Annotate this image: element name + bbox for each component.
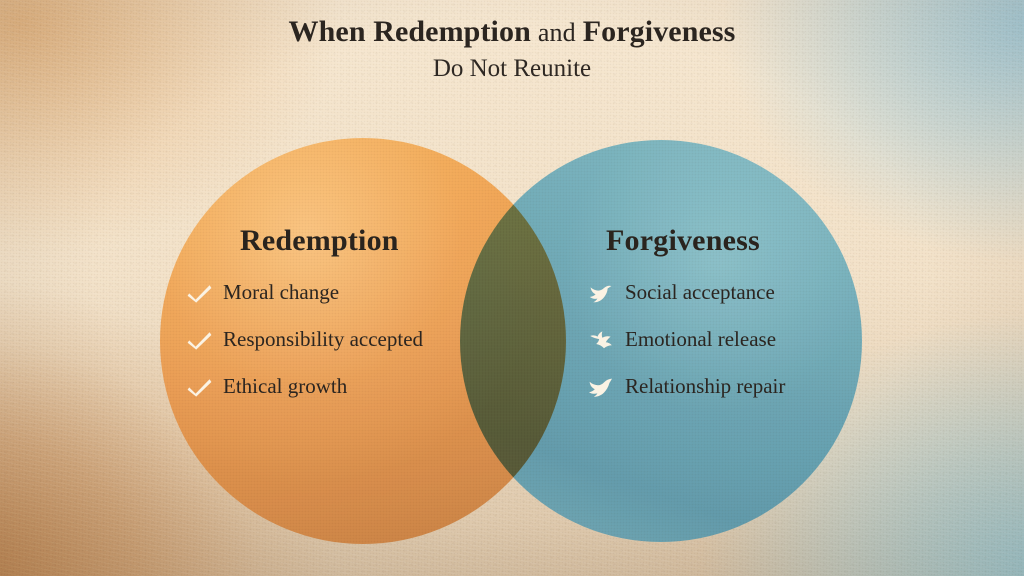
- redemption-heading: Redemption: [240, 224, 399, 257]
- dove-icon: [588, 281, 614, 305]
- list-item-label: Moral change: [223, 280, 340, 304]
- list-item-label: Emotional release: [625, 327, 777, 352]
- list-item-label: Relationship repair: [625, 374, 786, 399]
- subtitle: Do Not Reunite: [432, 55, 592, 83]
- list-item: Ethical growth: [186, 374, 546, 399]
- check-icon: [186, 281, 212, 305]
- forgiveness-list: Social acceptance Emotional release Rela…: [588, 280, 918, 400]
- list-item-label: Ethical growth: [223, 374, 348, 399]
- forgiveness-content: Forgiveness Social acceptance Emotional …: [588, 224, 918, 400]
- forgiveness-heading: Forgiveness: [606, 224, 760, 257]
- list-item: Emotional release: [588, 327, 918, 352]
- title-part-redemption: When Redemption: [288, 15, 531, 48]
- check-icon: [186, 375, 212, 399]
- dove-icon: [588, 375, 614, 399]
- dove-icon: [588, 328, 614, 352]
- check-icon: [186, 328, 212, 352]
- list-item: Relationship repair: [588, 374, 918, 399]
- title-part-conjunction: and: [537, 18, 576, 47]
- redemption-content: Redemption Moral change Responsibility a…: [186, 224, 546, 400]
- list-item: Social acceptance: [588, 280, 918, 305]
- list-item: Moral change: [186, 280, 546, 305]
- list-item-label: Responsibility accepted: [223, 327, 424, 352]
- title-part-forgiveness: Forgiveness: [582, 15, 736, 48]
- venn-circle-forgiveness: [460, 140, 862, 542]
- list-item: Responsibility accepted: [186, 327, 546, 352]
- list-item-label: Social acceptance: [625, 280, 775, 304]
- redemption-list: Moral change Responsibility accepted Eth…: [186, 280, 546, 400]
